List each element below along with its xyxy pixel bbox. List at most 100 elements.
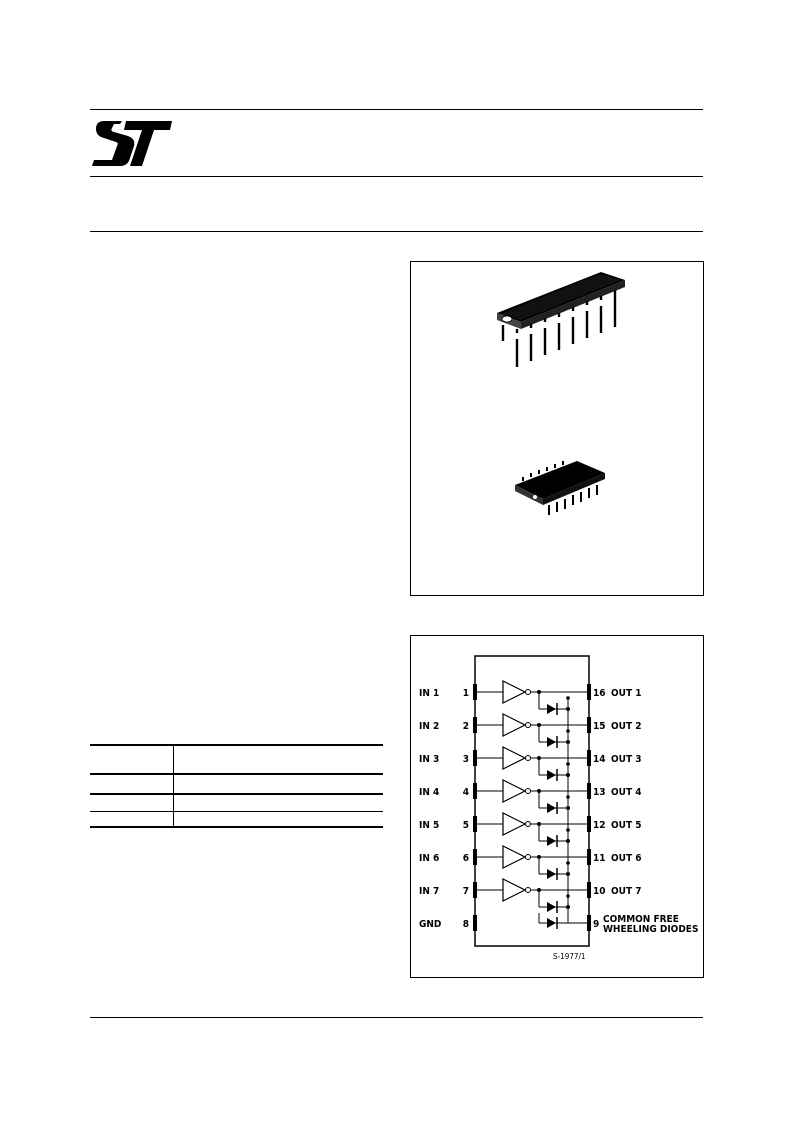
inverter-bubble (525, 722, 531, 728)
pin-number: 16 (593, 688, 606, 699)
pin-label: IN 3 (419, 754, 439, 765)
pin-number: 11 (593, 853, 606, 864)
table-cell (173, 811, 383, 828)
pin-number: 13 (593, 787, 606, 798)
pin-tab (587, 750, 591, 766)
pin-tab (473, 816, 477, 832)
pin-number: 9 (593, 919, 599, 930)
pin-label: OUT 4 (611, 787, 641, 798)
pin-tab (587, 849, 591, 865)
diode-symbol (547, 869, 556, 879)
diode-symbol (547, 737, 556, 747)
header-rule (90, 176, 703, 177)
junction-dot (566, 806, 570, 810)
pin-label: IN 7 (419, 886, 439, 897)
junction-dot (566, 872, 570, 876)
inverter-symbol (502, 746, 527, 770)
inverter-bubble (525, 689, 531, 695)
junction-dot (566, 861, 570, 865)
pin-label: IN 1 (419, 688, 439, 699)
table-row (90, 811, 383, 828)
common-pin-label: WHEELING DIODES (603, 924, 698, 935)
so16-package-icon (515, 461, 605, 515)
junction-dot (566, 740, 570, 744)
junction-dot (566, 729, 570, 733)
pin-number: 7 (463, 886, 469, 897)
dip16-package-icon (497, 272, 625, 367)
footer-rule (90, 1017, 703, 1018)
table-header-row (90, 744, 383, 775)
pin-tab (473, 750, 477, 766)
inverter-symbol (502, 779, 527, 803)
pin-tab (473, 849, 477, 865)
inverter-bubble (525, 854, 531, 860)
inverter-bubble (525, 755, 531, 761)
diode-symbol (547, 918, 556, 928)
pin-number: 1 (463, 688, 469, 699)
pin-label: IN 4 (419, 787, 439, 798)
junction-dot (566, 905, 570, 909)
inverter-bubble (525, 887, 531, 893)
pin-tab (587, 882, 591, 898)
pin-label: OUT 6 (611, 853, 641, 864)
junction-dot (566, 762, 570, 766)
pin-label: IN 2 (419, 721, 439, 732)
pin-number: 15 (593, 721, 606, 732)
pin-label: OUT 1 (611, 688, 641, 699)
pin-tab (587, 915, 591, 931)
inverter-symbol (502, 812, 527, 836)
table-cell (173, 793, 383, 812)
pin-tab (473, 915, 477, 931)
ic-body (474, 655, 590, 947)
junction-dot (566, 707, 570, 711)
pin-tab (587, 783, 591, 799)
junction-dot (566, 828, 570, 832)
selection-table (90, 744, 383, 828)
table-cell (173, 773, 383, 795)
table-cell (90, 793, 174, 812)
inverter-symbol (502, 878, 527, 902)
pin-tab (473, 783, 477, 799)
title-rule (90, 231, 703, 232)
top-rule (90, 109, 703, 110)
pin-label: OUT 2 (611, 721, 641, 732)
pin-tab (473, 717, 477, 733)
junction-dot (566, 894, 570, 898)
table-header-cell (90, 744, 174, 775)
pin-label: OUT 3 (611, 754, 641, 765)
inverter-symbol (502, 713, 527, 737)
pin-number: 6 (463, 853, 469, 864)
inverter-bubble (525, 788, 531, 794)
diode-symbol (547, 902, 556, 912)
pin-number: 14 (593, 754, 606, 765)
common-pin-label: COMMON FREE (603, 914, 679, 925)
junction-dot (566, 795, 570, 799)
junction-dot (566, 773, 570, 777)
junction-dot (566, 696, 570, 700)
pin-number: 10 (593, 886, 606, 897)
inverter-bubble (525, 821, 531, 827)
table-cell (90, 811, 174, 828)
figure-code: S-1977/1 (553, 952, 585, 961)
pin-number: 8 (463, 919, 469, 930)
diode-symbol (547, 770, 556, 780)
table-row (90, 793, 383, 812)
table-row (90, 773, 383, 795)
junction-dot (566, 839, 570, 843)
pin-tab (473, 684, 477, 700)
pin-tab (473, 882, 477, 898)
table-header-cell (173, 744, 383, 775)
diode-symbol (547, 704, 556, 714)
pin-tab (587, 816, 591, 832)
package-image-frame (410, 261, 704, 596)
pin-label: IN 5 (419, 820, 439, 831)
st-logo-icon (92, 121, 172, 166)
pin-number: 2 (463, 721, 469, 732)
pin-number: 4 (463, 787, 469, 798)
diode-symbol (547, 836, 556, 846)
pin-label: OUT 5 (611, 820, 641, 831)
pin-number: 3 (463, 754, 469, 765)
pin-tab (587, 717, 591, 733)
